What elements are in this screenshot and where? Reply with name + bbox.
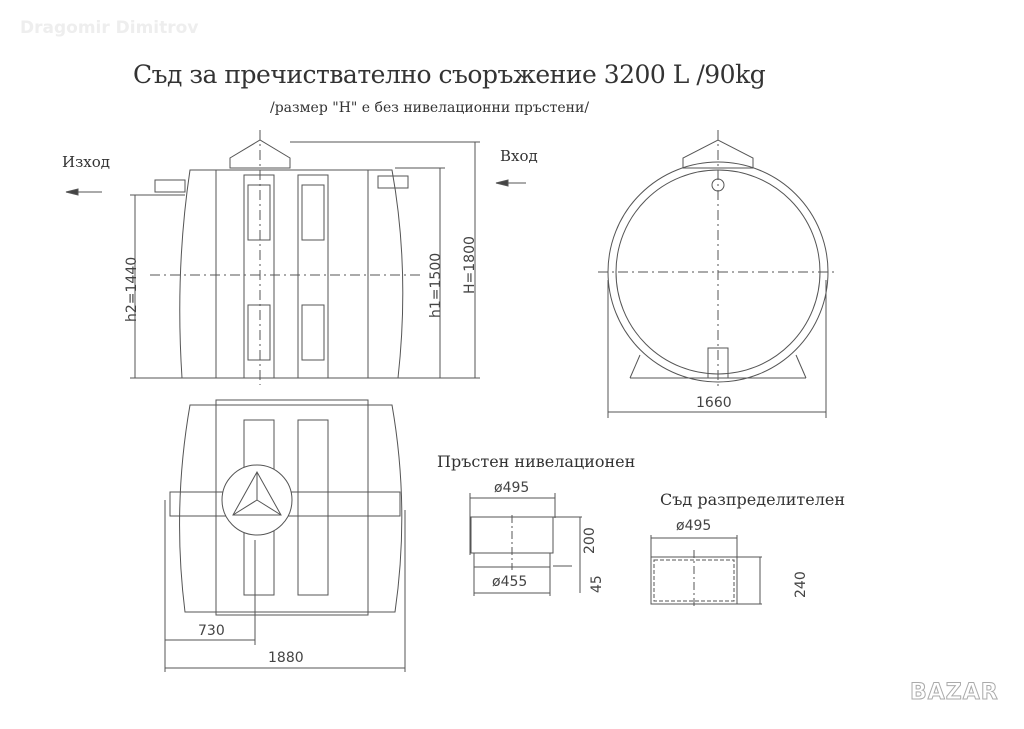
distributor-diameter: ø495 bbox=[676, 518, 712, 534]
ring-inner-diameter: ø455 bbox=[492, 574, 528, 590]
manhole-cover bbox=[229, 139, 291, 169]
ring-heading: Пръстен нивелационен bbox=[437, 452, 636, 471]
outlet-pipe bbox=[154, 179, 186, 193]
ring-drawing bbox=[469, 493, 582, 596]
distributor-heading: Съд разпределителен bbox=[660, 490, 846, 509]
dim-h2: h2=1440 bbox=[124, 256, 140, 322]
watermark: Dragomir Dimitrov bbox=[20, 18, 199, 38]
front-view-tank bbox=[130, 130, 480, 385]
distributor-height: 240 bbox=[793, 571, 809, 598]
drawing-subtitle: /размер "Н" е без нивелационни пръстени/ bbox=[270, 100, 590, 116]
bazar-logo: BAZAR bbox=[910, 680, 999, 706]
ring-height: 200 bbox=[582, 527, 598, 554]
inlet-arrow bbox=[495, 179, 526, 187]
dim-offset: 730 bbox=[198, 623, 225, 639]
inlet-label: Вход bbox=[500, 147, 538, 165]
dim-H: H=1800 bbox=[462, 236, 478, 294]
ring-outer-diameter: ø495 bbox=[494, 480, 530, 496]
outlet-label: Изход bbox=[62, 153, 110, 171]
top-view-tank bbox=[164, 399, 406, 672]
dim-side-width: 1660 bbox=[696, 395, 732, 411]
drawing-title: Съд за пречиствателно съоръжение 3200 L … bbox=[133, 60, 766, 89]
side-view-tank bbox=[598, 130, 838, 418]
distributor-drawing bbox=[650, 535, 762, 608]
outlet-arrow bbox=[65, 188, 102, 196]
ring-step: 45 bbox=[589, 575, 605, 593]
dim-length: 1880 bbox=[268, 650, 304, 666]
inlet-pipe bbox=[377, 175, 409, 189]
dim-h1: h1=1500 bbox=[428, 252, 444, 318]
